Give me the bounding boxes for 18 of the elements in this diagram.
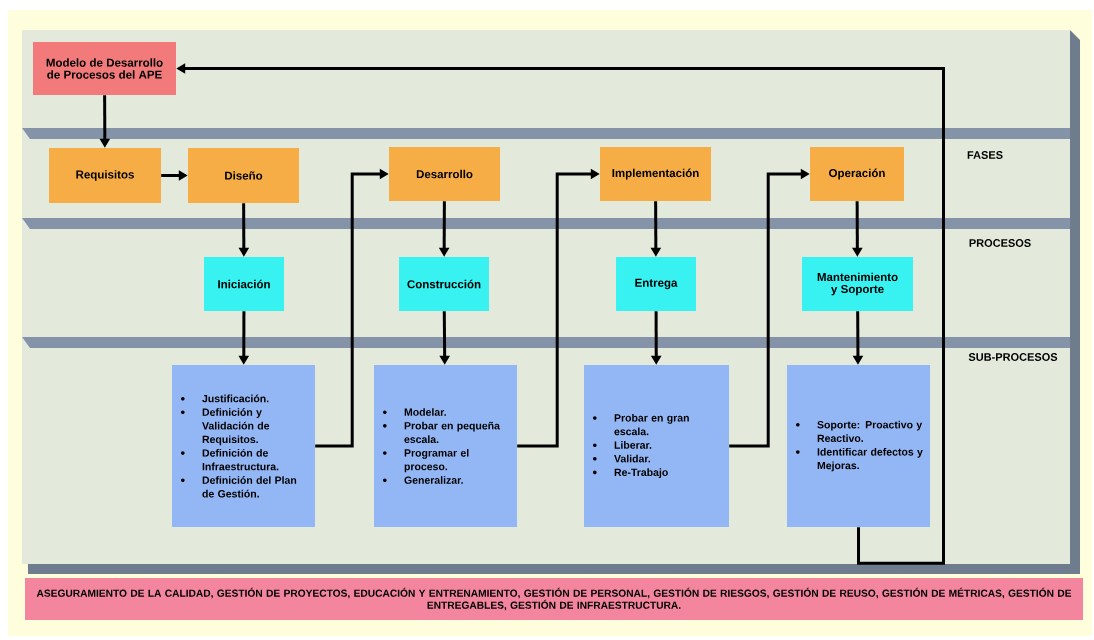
phase-box: Desarrollo — [389, 147, 500, 201]
phase-box: Requisitos — [49, 148, 161, 203]
phase-box: Implementación — [600, 147, 711, 201]
process-box: Iniciación — [204, 257, 284, 311]
process-box: Entrega — [616, 257, 696, 311]
phase-box: Operación — [810, 147, 904, 201]
process-box: Mantenimiento y Soporte — [802, 257, 913, 311]
row-label: SUB-PROCESOS — [968, 353, 1058, 361]
phase-box: Diseño — [188, 148, 299, 203]
sub-process-box: Probar en gran escala. Liberar. Validar. Re-Trabajo — [584, 365, 729, 527]
process-box: Construcción — [399, 257, 489, 311]
row-label: PROCESOS — [969, 239, 1031, 247]
sub-process-box: Modelar. Probar en pequeña escala. Programar el proceso. Generalizar. — [374, 365, 517, 527]
sub-process-box: Soporte: Proactivo y Reactivo. Identificar defectos y Mejoras. — [787, 365, 930, 527]
support-band: ASEGURAMIENTO DE LA CALIDAD, GESTIÓN DE PROYECTOS, EDUCACIÓN Y ENTRENAMIENTO, GESTIÓN DE PERSONAL, GESTIÓN DE RIESGOS, GESTIÓN DE REUSO, GESTIÓN DE MÉTRICAS, GESTIÓN DE ENTREGABLES, GESTIÓN DE INFRAESTRUCTURA. — [25, 578, 1083, 620]
row-label: FASES — [967, 151, 1003, 159]
model-box: Modelo de Desarrollo de Procesos del APE — [33, 42, 176, 95]
sub-process-box: Justificación. Definición y Validación de Requisitos. Definición de Infraestructura. Definición del Plan de Gestión. — [172, 365, 315, 527]
